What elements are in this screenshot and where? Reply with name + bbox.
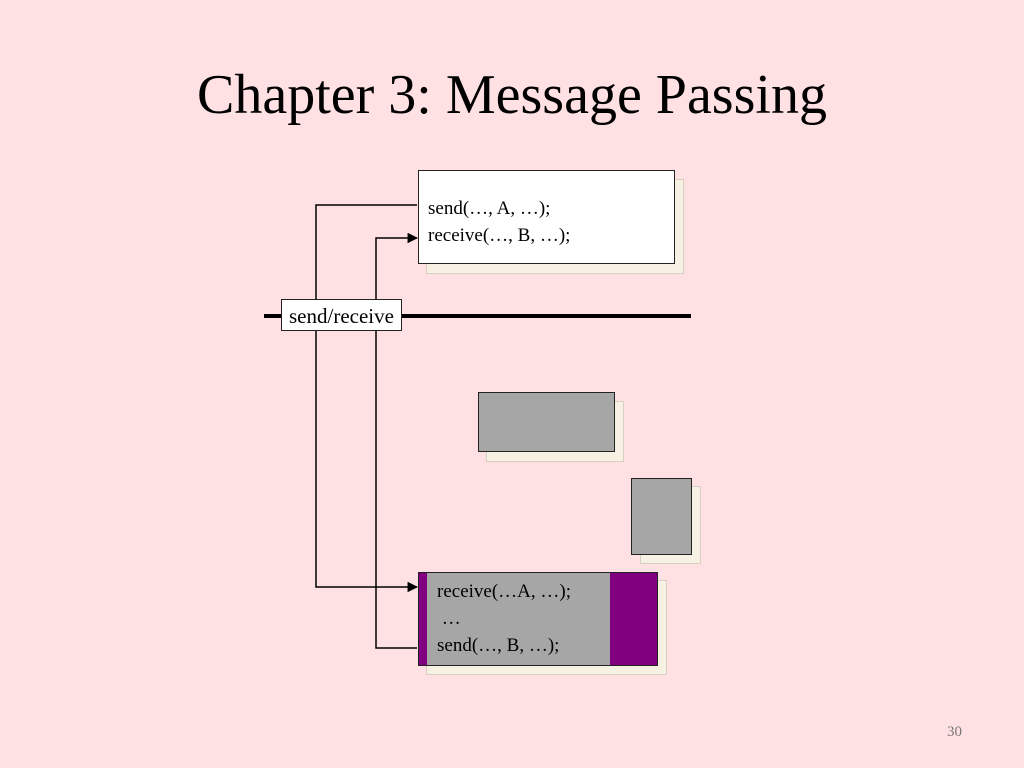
bottom-process-ellipsis-line: …: [437, 608, 461, 629]
bottom-process-send-line: send(…, B, …);: [437, 635, 560, 656]
top-process-receive-line: receive(…, B, …);: [428, 225, 571, 246]
bottom-process-right-panel: [610, 573, 657, 665]
top-process-box: [418, 170, 675, 264]
gray-box-1: [478, 392, 615, 452]
top-process-send-line: send(…, A, …);: [428, 198, 551, 219]
arrow-send-to-receive: [315, 204, 419, 593]
channel-label: send/receive: [281, 299, 402, 331]
gray-box-2: [631, 478, 692, 555]
arrow-reply-to-receive: [375, 232, 419, 649]
page-number: 30: [947, 724, 962, 740]
bottom-process-receive-line: receive(…A, …);: [437, 581, 571, 602]
slide-title: Chapter 3: Message Passing: [197, 64, 827, 126]
bottom-process-left-stripe: [419, 573, 427, 665]
